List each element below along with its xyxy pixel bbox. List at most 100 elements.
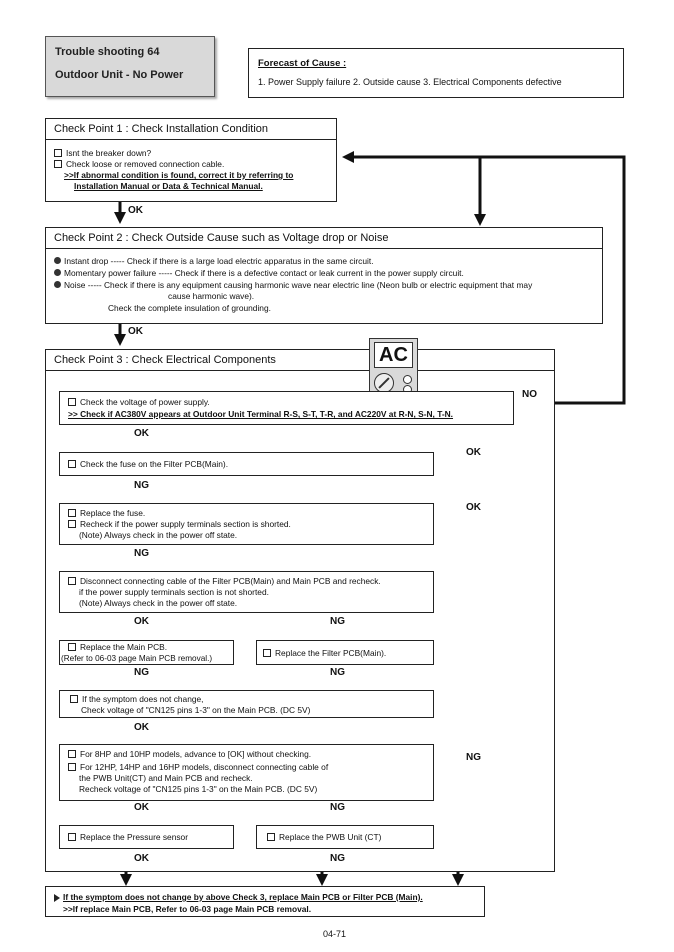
cp1-item-1: Isnt the breaker down? — [54, 148, 151, 159]
label-ok-cp2: OK — [128, 326, 143, 337]
bullet-icon — [54, 269, 61, 277]
b1-line-1: Check the voltage of power supply. — [68, 397, 210, 408]
meter-display: AC — [374, 342, 413, 368]
b4-line-2: if the power supply terminals section is… — [79, 587, 269, 597]
label-ok-cp1: OK — [128, 205, 143, 216]
replace-filter-pcb-box: Replace the Filter PCB(Main). — [256, 640, 434, 665]
forecast-text: 1. Power Supply failure 2. Outside cause… — [258, 77, 562, 87]
final-line-2: >>If replace Main PCB, Refer to 06-03 pa… — [63, 904, 312, 914]
checkbox-icon — [54, 159, 62, 168]
b5-line-1-text: Replace the Main PCB. — [80, 642, 168, 652]
checkbox-icon — [68, 519, 76, 528]
check-fuse-box: Check the fuse on the Filter PCB(Main). — [59, 452, 434, 476]
cp2-item-4: Check the complete insulation of groundi… — [108, 303, 271, 313]
checkbox-icon — [68, 832, 76, 841]
cp1-title: Check Point 1 : Check Installation Condi… — [46, 119, 336, 140]
title-line-2: Outdoor Unit - No Power — [55, 69, 184, 81]
cp2-item-1-text: Instant drop ----- Check if there is a l… — [64, 256, 374, 266]
cp1-item-2-text: Check loose or removed connection cable. — [66, 159, 225, 169]
meter-terminal-icon — [403, 375, 412, 384]
b8-line-4: Recheck voltage of "CN125 pins 1-3" on t… — [79, 784, 318, 794]
label-ng-b5: NG — [134, 667, 149, 678]
cp1-note-2: Installation Manual or Data & Technical … — [74, 181, 263, 191]
final-line-1-text: If the symptom does not change by above … — [63, 892, 423, 902]
b5-line-2: (Refer to 06-03 page Main PCB removal.) — [61, 654, 213, 663]
label-ok-b8: OK — [134, 802, 149, 813]
cp2-item-3-text: Noise ----- Check if there is any equipm… — [64, 280, 533, 290]
final-box: If the symptom does not change by above … — [45, 886, 485, 917]
b8-line-3: the PWB Unit(CT) and Main PCB and rechec… — [79, 773, 253, 783]
b3-line-2-text: Recheck if the power supply terminals se… — [80, 519, 291, 529]
cp2-item-3: Noise ----- Check if there is any equipm… — [54, 280, 532, 291]
checkbox-icon — [68, 576, 76, 585]
b4-line-3: (Note) Always check in the power off sta… — [79, 598, 238, 608]
bullet-icon — [54, 281, 61, 289]
b8-line-1: For 8HP and 10HP models, advance to [OK]… — [68, 749, 311, 760]
checkbox-icon — [68, 642, 76, 651]
label-ok-b1: OK — [134, 428, 149, 439]
label-ok-b2: OK — [466, 447, 481, 458]
forecast-title: Forecast of Cause : — [258, 58, 347, 69]
label-ng-b7: NG — [466, 752, 481, 763]
label-ok-b3: OK — [466, 502, 481, 513]
cp1-item-2: Check loose or removed connection cable. — [54, 159, 224, 170]
b7-line-1: If the symptom does not change, — [70, 694, 204, 705]
label-ng-b2: NG — [134, 480, 149, 491]
b2-text: Check the fuse on the Filter PCB(Main). — [80, 459, 229, 469]
cp3-title: Check Point 3 : Check Electrical Compone… — [46, 350, 554, 371]
b4-line-1: Disconnect connecting cable of the Filte… — [68, 576, 381, 587]
checkbox-icon — [70, 694, 78, 703]
b1-line-2: >> Check if AC380V appears at Outdoor Un… — [68, 409, 454, 419]
label-ok-b4: OK — [134, 616, 149, 627]
b8-line-2-text: For 12HP, 14HP and 16HP models, disconne… — [80, 762, 329, 772]
b7-line-1-text: If the symptom does not change, — [82, 694, 204, 704]
checkbox-icon — [68, 397, 76, 406]
b3-line-2: Recheck if the power supply terminals se… — [68, 519, 291, 530]
b9-text: Replace the Pressure sensor — [80, 832, 188, 842]
b6-text: Replace the Filter PCB(Main). — [275, 648, 387, 658]
final-line-1: If the symptom does not change by above … — [54, 892, 423, 903]
check-cn125-box: If the symptom does not change, Check vo… — [59, 690, 434, 718]
replace-fuse-box: Replace the fuse. Recheck if the power s… — [59, 503, 434, 545]
b3-line-1-text: Replace the fuse. — [80, 508, 146, 518]
b10-text: Replace the PWB Unit (CT) — [279, 832, 382, 842]
cp2-item-3b: cause harmonic wave). — [168, 291, 255, 301]
b8-line-2: For 12HP, 14HP and 16HP models, disconne… — [68, 762, 328, 773]
ac-meter-icon: AC — [369, 338, 418, 400]
cp2-title: Check Point 2 : Check Outside Cause such… — [46, 228, 602, 249]
page-number: 04-71 — [323, 929, 347, 939]
checkbox-icon — [68, 508, 76, 517]
title-box: Trouble shooting 64 Outdoor Unit - No Po… — [45, 36, 215, 97]
cp2-item-2-text: Momentary power failure ----- Check if t… — [64, 268, 464, 278]
label-ok-b7: OK — [134, 722, 149, 733]
checkbox-icon — [68, 762, 76, 771]
checkbox-icon — [54, 148, 62, 157]
label-ng-b10: NG — [330, 853, 345, 864]
disconnect-cable-box: Disconnect connecting cable of the Filte… — [59, 571, 434, 613]
b8-line-1-text: For 8HP and 10HP models, advance to [OK]… — [80, 749, 312, 759]
b7-line-2: Check voltage of "CN125 pins 1-3" on the… — [81, 705, 311, 715]
b2-line: Check the fuse on the Filter PCB(Main). — [68, 459, 228, 470]
b5-line-1: Replace the Main PCB. — [68, 642, 167, 653]
forecast-box: Forecast of Cause : 1. Power Supply fail… — [248, 48, 624, 98]
b1-line-1-text: Check the voltage of power supply. — [80, 397, 210, 407]
label-ng-b8: NG — [330, 802, 345, 813]
label-ng-b4: NG — [330, 616, 345, 627]
title-line-1: Trouble shooting 64 — [55, 46, 160, 58]
checkbox-icon — [263, 648, 271, 657]
checkbox-icon — [68, 459, 76, 468]
replace-pwb-unit-box: Replace the PWB Unit (CT) — [256, 825, 434, 849]
b10-line: Replace the PWB Unit (CT) — [267, 832, 381, 843]
check-voltage-box: Check the voltage of power supply. >> Ch… — [59, 391, 514, 425]
checkbox-icon — [68, 749, 76, 758]
cp1-note-1: >>If abnormal condition is found, correc… — [64, 170, 294, 180]
bullet-icon — [54, 257, 61, 265]
b4-line-1-text: Disconnect connecting cable of the Filte… — [80, 576, 381, 586]
cp2-item-2: Momentary power failure ----- Check if t… — [54, 268, 464, 279]
checkbox-icon — [267, 832, 275, 841]
label-ok-b9: OK — [134, 853, 149, 864]
b3-line-3: (Note) Always check in the power off sta… — [79, 530, 238, 540]
check-point-1: Check Point 1 : Check Installation Condi… — [45, 118, 337, 202]
b3-line-1: Replace the fuse. — [68, 508, 145, 519]
label-ng-b6: NG — [330, 667, 345, 678]
